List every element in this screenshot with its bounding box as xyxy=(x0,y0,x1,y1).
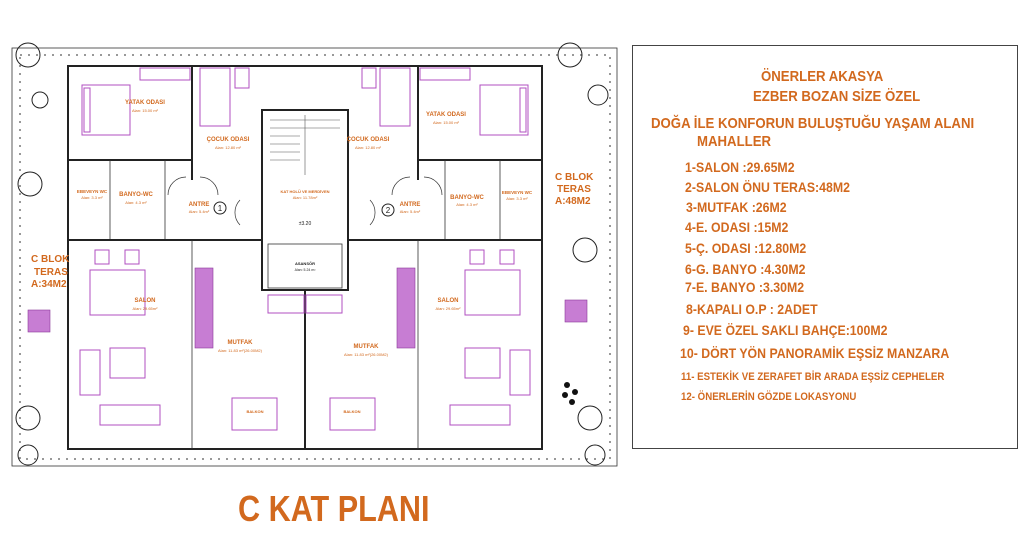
room-name: ÇOCUK ODASI xyxy=(347,137,390,143)
room-name: ANTRE xyxy=(189,202,210,208)
unit-number: 1 xyxy=(218,204,223,213)
staircase xyxy=(270,115,340,175)
shrub-dots xyxy=(562,382,578,405)
room-area: Alan: 15.00 m² xyxy=(132,108,159,113)
level-mark: ±3.20 xyxy=(299,221,312,227)
terrace-label: A:48M2 xyxy=(555,196,591,207)
room-name: ÇOCUK ODASI xyxy=(207,137,250,143)
room-name: MUTFAK xyxy=(354,344,380,350)
room-name: BALKON xyxy=(246,409,263,414)
room-area: Alan: 12.80 m² xyxy=(355,145,382,150)
room-area: Alan: 4.3 m² xyxy=(125,200,147,205)
room-name: EBEVEYN WC xyxy=(77,189,108,194)
room-area: Alan: 11.83 m²(26.00M2) xyxy=(218,348,263,353)
room-area: Alan: 12.80 m² xyxy=(215,145,242,150)
room-area: Alan: 4.3 m² xyxy=(456,202,478,207)
panel-item: 9- EVE ÖZEL SAKLI BAHÇE:100M2 xyxy=(683,322,888,338)
room-area: Alan: 29.65m² xyxy=(133,306,159,311)
room-area: Alan: 11.78m² xyxy=(293,195,318,200)
terrace-label: C BLOK xyxy=(31,254,70,265)
panel-item: 10- DÖRT YÖN PANORAMİK EŞSİZ MANZARA xyxy=(680,345,950,361)
room-area: Alan: 11.83 m²(26.00M2) xyxy=(344,352,389,357)
room-area: Alan: 15.00 m² xyxy=(433,120,460,125)
panel-heading: EZBER BOZAN SİZE ÖZEL xyxy=(753,88,921,105)
terrace-label: A:34M2 xyxy=(31,279,67,290)
panel-item: 5-Ç. ODASI :12.80M2 xyxy=(685,240,807,256)
panel-item: 1-SALON :29.65M2 xyxy=(685,159,795,175)
unit-number-circle xyxy=(213,201,227,215)
walls xyxy=(67,65,543,450)
panel-item: 2-SALON ÖNU TERAS:48M2 xyxy=(685,179,850,195)
panel-heading: ÖNERLER AKASYA xyxy=(761,68,884,85)
room-area: Alan: 29.65m² xyxy=(436,306,462,311)
panel-heading: DOĞA İLE KONFORUN BULUŞTUĞU YAŞAM ALANI xyxy=(651,115,975,132)
terrace-label: C BLOK xyxy=(555,172,594,183)
room-name: BALKON xyxy=(343,409,360,414)
room-area: Alan: 3.3 m² xyxy=(506,196,528,201)
room-name: SALON xyxy=(438,298,459,304)
room-name: SALON xyxy=(135,298,156,304)
panel-item: 4-E. ODASI :15M2 xyxy=(685,219,789,235)
terrace-label: TERAS xyxy=(34,267,68,278)
room-name: YATAK ODASI xyxy=(426,112,466,118)
tree-icons xyxy=(15,42,609,466)
room-area: Alan: 5.4m² xyxy=(189,209,210,214)
unit-number-circle xyxy=(381,203,395,217)
doors xyxy=(167,176,443,226)
room-area: Alan: 5.24 m² xyxy=(295,268,317,272)
furniture xyxy=(27,67,588,431)
panel-heading: MAHALLER xyxy=(697,133,772,150)
room-name: KAT HOLÜ VE MERDİVEN xyxy=(280,189,329,194)
room-name: MUTFAK xyxy=(228,340,254,346)
panel-item: 11- ESTEKİK VE ZERAFET BİR ARADA EŞSİZ C… xyxy=(681,371,945,383)
panel-item: 7-E. BANYO :3.30M2 xyxy=(685,279,805,295)
info-panel: ÖNERLER AKASYA EZBER BOZAN SİZE ÖZEL DOĞ… xyxy=(632,45,1018,449)
plan-title: C KAT PLANI xyxy=(238,488,430,529)
room-name: ANTRE xyxy=(400,202,421,208)
room-name: ASANSÖR xyxy=(295,261,315,266)
room-area: Alan: 5.4m² xyxy=(400,209,421,214)
panel-item: 3-MUTFAK :26M2 xyxy=(686,199,787,215)
panel-item: 6-G. BANYO :4.30M2 xyxy=(685,261,806,277)
room-name: BANYO-WC xyxy=(450,195,484,201)
unit-number: 2 xyxy=(386,206,391,215)
terrace-label: TERAS xyxy=(557,184,591,195)
room-labels: YATAK ODASI Alan: 15.00 m² ÇOCUK ODASI A… xyxy=(31,100,594,414)
panel-item: 12- ÖNERLERİN GÖZDE LOKASYONU xyxy=(681,391,857,403)
room-area: Alan: 3.3 m² xyxy=(81,195,103,200)
room-name: BANYO-WC xyxy=(119,192,153,198)
panel-item: 8-KAPALI O.P : 2ADET xyxy=(686,301,818,317)
room-name: YATAK ODASI xyxy=(125,100,165,106)
site-boundary xyxy=(11,47,618,467)
room-name: EBEVEYN WC xyxy=(502,190,533,195)
garden-fence xyxy=(19,54,611,460)
